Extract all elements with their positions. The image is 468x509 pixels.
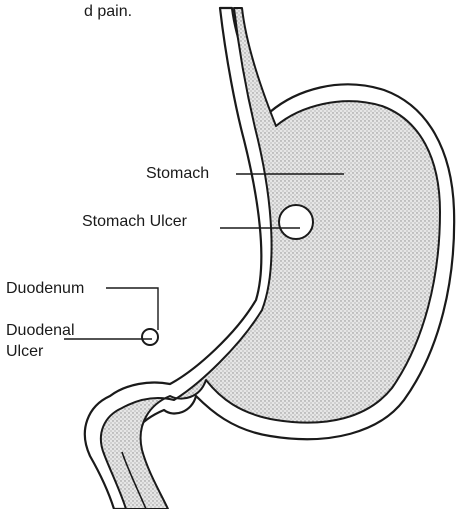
duodenal-ulcer-label-line2: Ulcer xyxy=(6,343,44,360)
duodenal-ulcer-label-line1: Duodenal xyxy=(6,322,75,339)
duodenum-leader-line xyxy=(106,288,158,330)
stomach-ulcer-label: Stomach Ulcer xyxy=(82,213,188,230)
duodenum-label: Duodenum xyxy=(6,280,84,297)
duodenal-ulcer-marker xyxy=(142,329,158,345)
stomach-label: Stomach xyxy=(146,165,209,182)
stomach-ulcer-marker xyxy=(279,205,313,239)
header-text-fragment: d pain. xyxy=(84,3,132,20)
